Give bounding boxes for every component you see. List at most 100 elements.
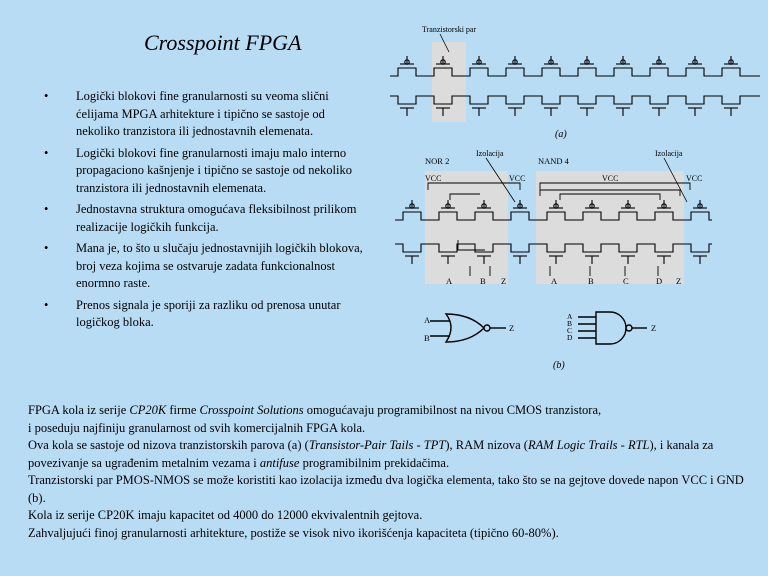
paragraph-line: FPGA kola iz serije CP20K firme Crosspoi…: [28, 402, 758, 420]
bullet-text: Mana je, to što u slučaju jednostavnijih…: [76, 241, 363, 290]
isolation-arrow-1: [485, 157, 516, 203]
nor-gate-input-a: A: [424, 315, 431, 325]
pmos-bubble: [661, 203, 667, 209]
paragraph-line: Kola iz serije CP20K imaju kapacitet od …: [28, 508, 423, 522]
vcc-label: VCC: [509, 174, 525, 183]
pair-label-arrow: [439, 33, 450, 53]
vcc-label: VCC: [686, 174, 702, 183]
bullet-dot: •: [44, 202, 49, 216]
nand-output-z: Z: [676, 276, 681, 286]
bullet-dot: •: [44, 89, 49, 103]
bullet-dot: •: [44, 145, 49, 160]
text-run: programibilnim prekidačima.: [299, 455, 450, 470]
bullet-item: • Logički blokovi fine granularnosti imaj…: [40, 145, 370, 198]
highlight-pair: [432, 42, 466, 122]
bullet-dot: •: [44, 297, 49, 312]
crosspoint-figure: Tranzistorski par (a) NOR 2 NAND 4 Izola…: [390, 25, 760, 371]
interconnect-wires: [427, 182, 691, 276]
pmos-bubble: [409, 203, 415, 209]
pmos-bubble: [692, 59, 698, 65]
nmos-row: [390, 95, 760, 116]
nand-gate-input-a: A: [567, 312, 573, 321]
pmos-bubble: [481, 203, 487, 209]
nor-label: NOR 2: [425, 156, 449, 166]
nand-gate-input-d: D: [567, 333, 573, 342]
bullet-item: • Jednostavna struktura omogućava fleksib…: [40, 201, 370, 236]
nand-highlight: [536, 171, 684, 284]
text-run: ), RAM nizova (: [445, 438, 528, 452]
text-run: ), i kanala za povezivanje sa ugrađenim …: [28, 438, 714, 470]
bullet-text: Prenos signala je sporiji za razliku od …: [76, 297, 341, 330]
paragraph-line: Zahvaljujući finoj granularnosti arhitek…: [28, 525, 559, 540]
diffusion-line: [390, 95, 760, 105]
bullet-dot: •: [44, 241, 49, 255]
pmos-bubble: [728, 59, 734, 65]
pmos-bubble: [553, 203, 559, 209]
page-title: Crosspoint FPGA: [144, 30, 302, 55]
nmos-row: [395, 243, 712, 264]
text-run-italic: RAM Logic Trails - RTL: [527, 438, 650, 452]
nand-gate-input-b: B: [567, 319, 572, 328]
text-run: FPGA kola iz serije: [28, 403, 130, 417]
text-run-italic: CP20K: [129, 403, 167, 417]
nand-gate-output: Z: [651, 323, 656, 333]
text-run: firme: [166, 403, 200, 417]
text-run: omogućavaju programibilnost na nivou CMO…: [303, 403, 602, 417]
diffusion-line: [395, 243, 712, 253]
nor-highlight: [425, 171, 508, 284]
caption-b: (b): [553, 360, 565, 371]
nand-label: NAND 4: [538, 156, 570, 166]
isolation-arrow-2: [663, 157, 688, 203]
nand-input-b: B: [588, 276, 594, 286]
isolation-label-2: Izolacija: [655, 149, 683, 158]
bullet-list: • Logički blokovi fine granularnosti su v…: [40, 88, 370, 336]
pmos-bubble: [404, 59, 410, 65]
pmos-bubble: [517, 203, 523, 209]
transistor-pair-array: Tranzistorski par (a): [390, 25, 760, 140]
nand-input-a: A: [551, 276, 558, 286]
paragraph-line: Tranzistorski par PMOS-NMOS se može kori…: [28, 473, 744, 505]
diffusion-line: [390, 67, 760, 77]
vcc-label: VCC: [602, 174, 618, 183]
text-run-italic: antifuse: [259, 455, 300, 470]
bullet-item: • Mana je, to što u slučaju jednostavniji…: [40, 240, 370, 293]
vcc-label: VCC: [425, 174, 441, 183]
pair-label: Tranzistorski par: [422, 25, 476, 34]
nand-gate-symbol: [578, 311, 647, 345]
diffusion-line: [395, 211, 712, 221]
pmos-row: [390, 56, 760, 77]
pmos-bubble: [589, 203, 595, 209]
nand-input-d: D: [656, 276, 662, 286]
pmos-bubble: [440, 59, 446, 65]
nand-input-c: C: [623, 276, 629, 286]
nor-input-a: A: [446, 276, 453, 286]
bullet-item: • Logički blokovi fine granularnosti su v…: [40, 88, 370, 141]
gate-implementation: NOR 2 NAND 4 Izolacija Izolacija VCC VCC…: [395, 149, 712, 371]
isolation-label-1: Izolacija: [476, 149, 504, 158]
text-run: Ova kola se sastoje od nizova tranzistor…: [28, 438, 309, 452]
bullet-item: • Prenos signala je sporiji za razliku od…: [40, 297, 370, 332]
pmos-bubble: [620, 59, 626, 65]
nor-gate-symbol: [430, 313, 506, 343]
bullet-text: Jednostavna struktura omogućava fleksibi…: [76, 202, 357, 234]
pmos-bubble: [548, 59, 554, 65]
description-paragraph: FPGA kola iz serije CP20K firme Crosspoi…: [28, 402, 758, 542]
paragraph-line: Ova kola se sastoje od nizova tranzistor…: [28, 437, 758, 472]
nor-input-b: B: [480, 276, 486, 286]
pmos-row: [395, 200, 712, 221]
bullet-text: Logički blokovi fine granularnosti su ve…: [76, 89, 329, 138]
pmos-bubble: [476, 59, 482, 65]
pmos-bubble: [584, 59, 590, 65]
bullet-text: Logički blokovi fine granularnosti imaju…: [76, 145, 352, 195]
nor-output-z: Z: [501, 276, 506, 286]
caption-a: (a): [555, 129, 567, 140]
pmos-bubble: [656, 59, 662, 65]
nor-gate-input-b: B: [424, 333, 430, 343]
pmos-bubble: [697, 203, 703, 209]
paragraph-line: i poseduju najfiniju granularnost od svi…: [28, 420, 366, 435]
text-run-italic: Transistor-Pair Tails - TPT: [308, 438, 446, 452]
nor-gate-output: Z: [509, 323, 514, 333]
nand-gate-input-c: C: [567, 326, 572, 335]
pmos-bubble: [512, 59, 518, 65]
pmos-bubble: [625, 203, 631, 209]
